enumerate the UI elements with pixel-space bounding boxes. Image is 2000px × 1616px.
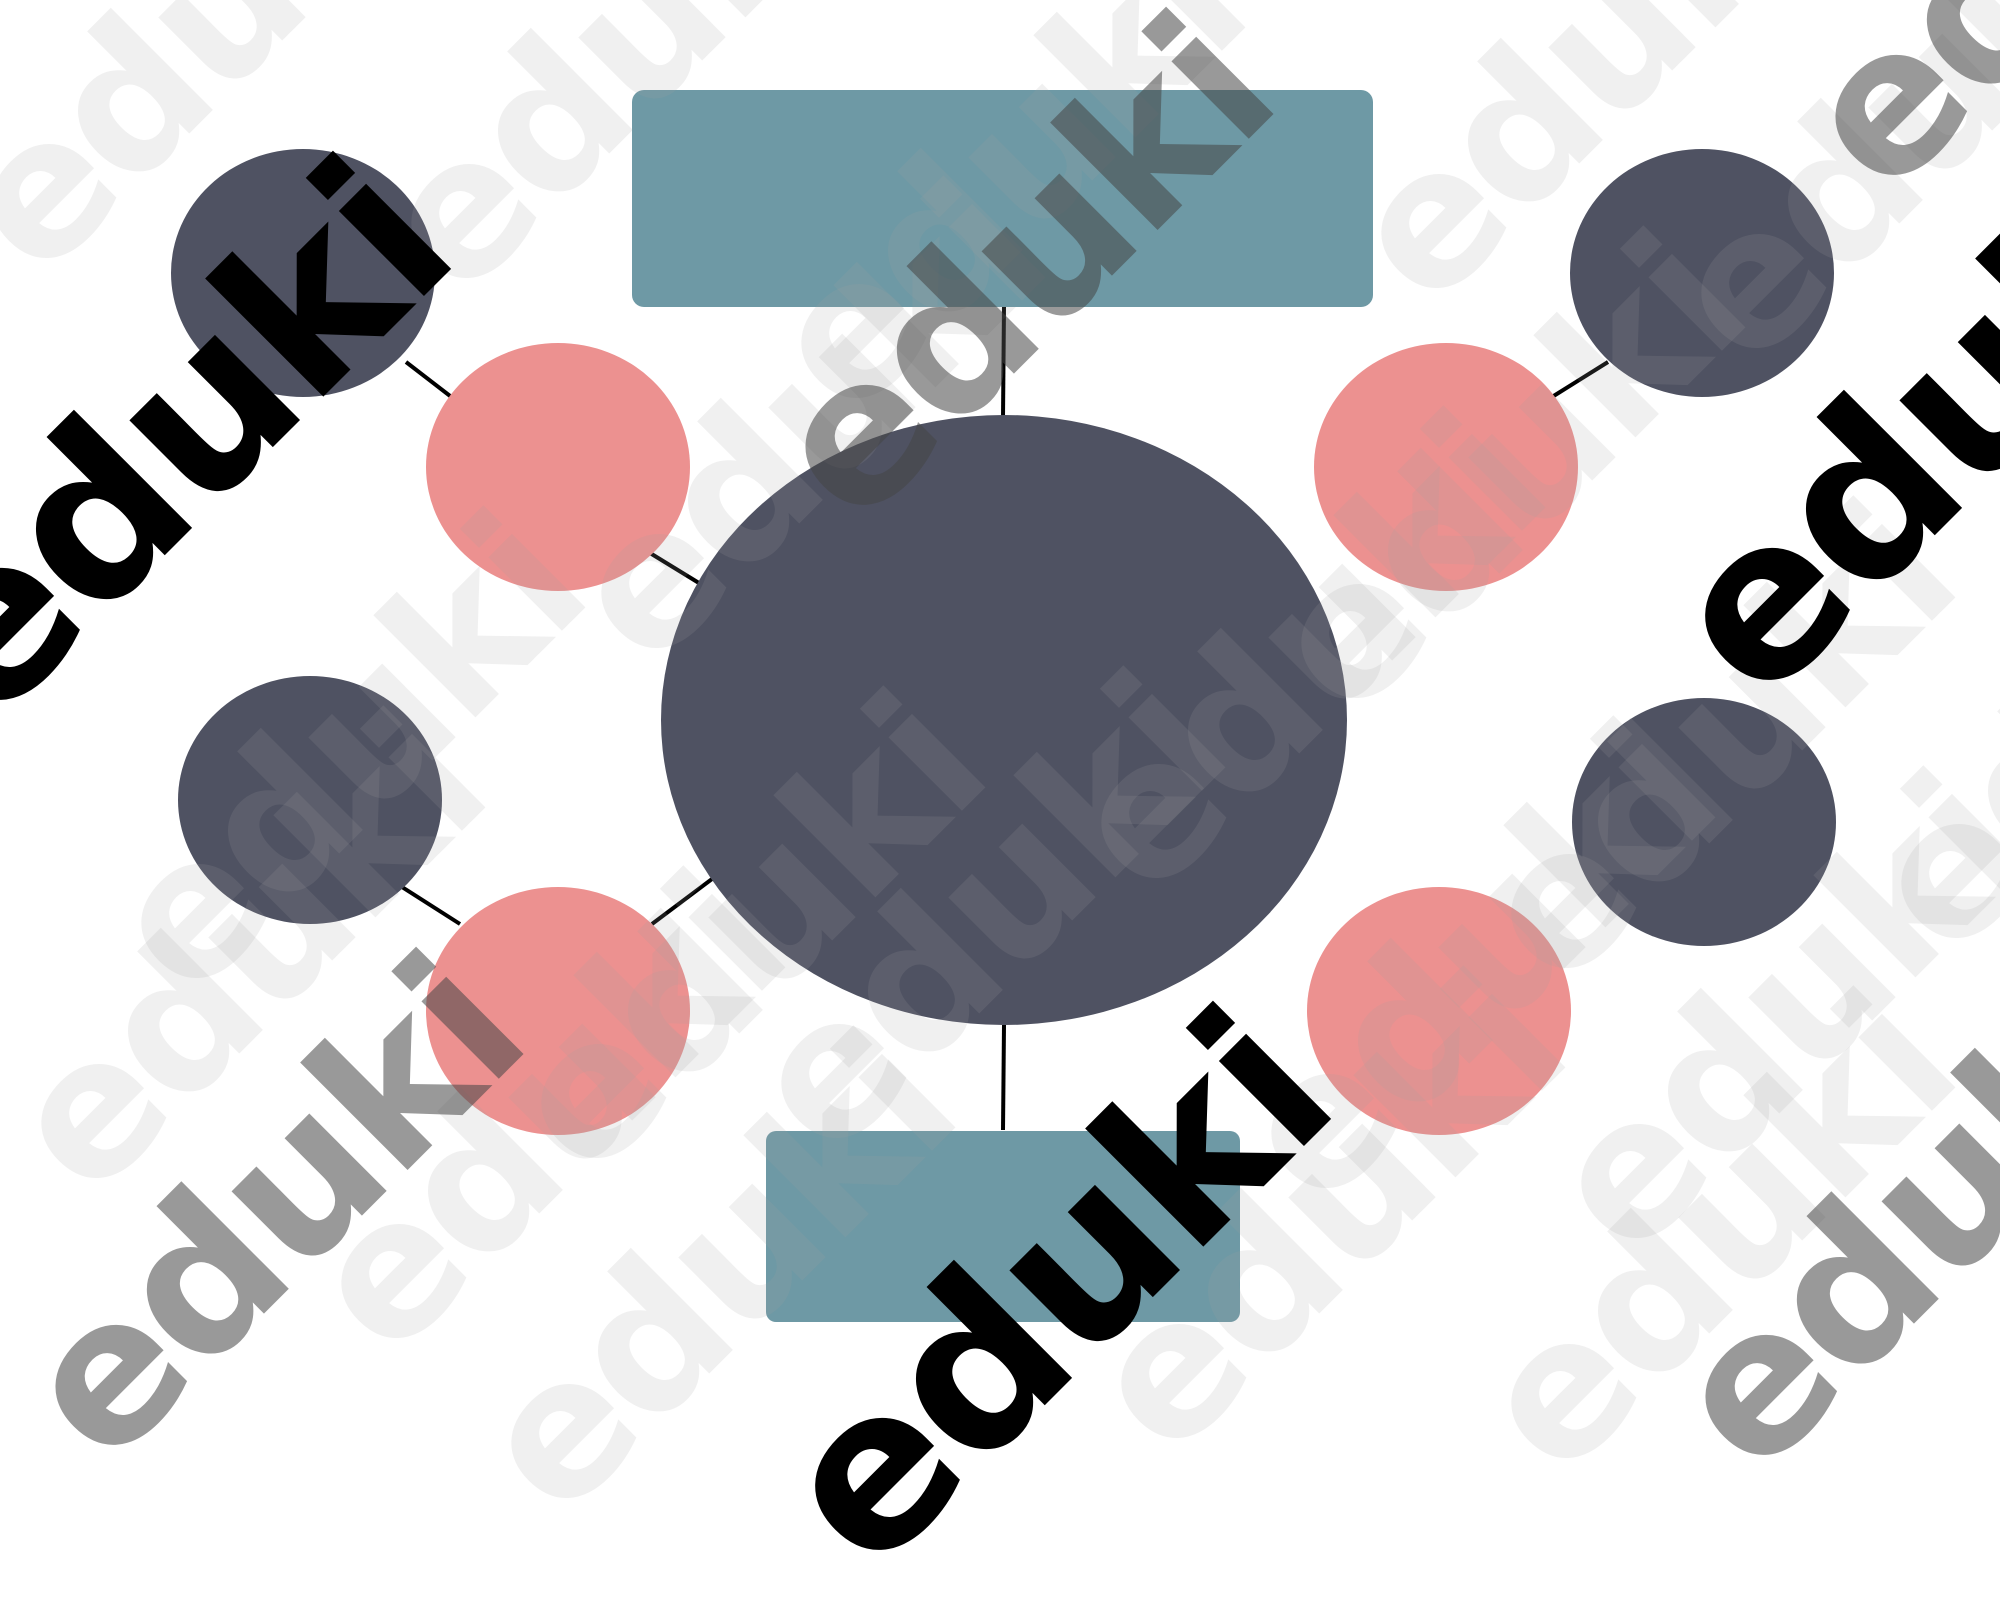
connector-lines <box>400 305 1610 1131</box>
dark-circle-upper-right <box>1570 149 1834 397</box>
connector-center-bottom <box>1001 1024 1006 1131</box>
dark-circle-lower-left <box>178 676 442 924</box>
center-circle <box>661 415 1347 1025</box>
pink-circle-upper-right <box>1314 343 1578 591</box>
connector-pink-dark-upper-right <box>1550 360 1610 399</box>
connector-center-pink-lower-left <box>650 871 722 926</box>
pink-circle-lower-right <box>1307 887 1571 1135</box>
top-title-box <box>632 90 1373 307</box>
connector-pink-dark-lower-left <box>400 885 462 926</box>
dark-circle-lower-right <box>1572 698 1836 946</box>
dark-circle-upper-left <box>171 149 435 397</box>
pink-circle-lower-left <box>426 887 690 1135</box>
mind-map-diagram <box>171 90 1836 1322</box>
bottom-title-box <box>766 1131 1240 1322</box>
connector-pink-dark-upper-left <box>404 360 456 401</box>
pink-circle-upper-left <box>426 343 690 591</box>
connector-center-top <box>1001 305 1006 419</box>
